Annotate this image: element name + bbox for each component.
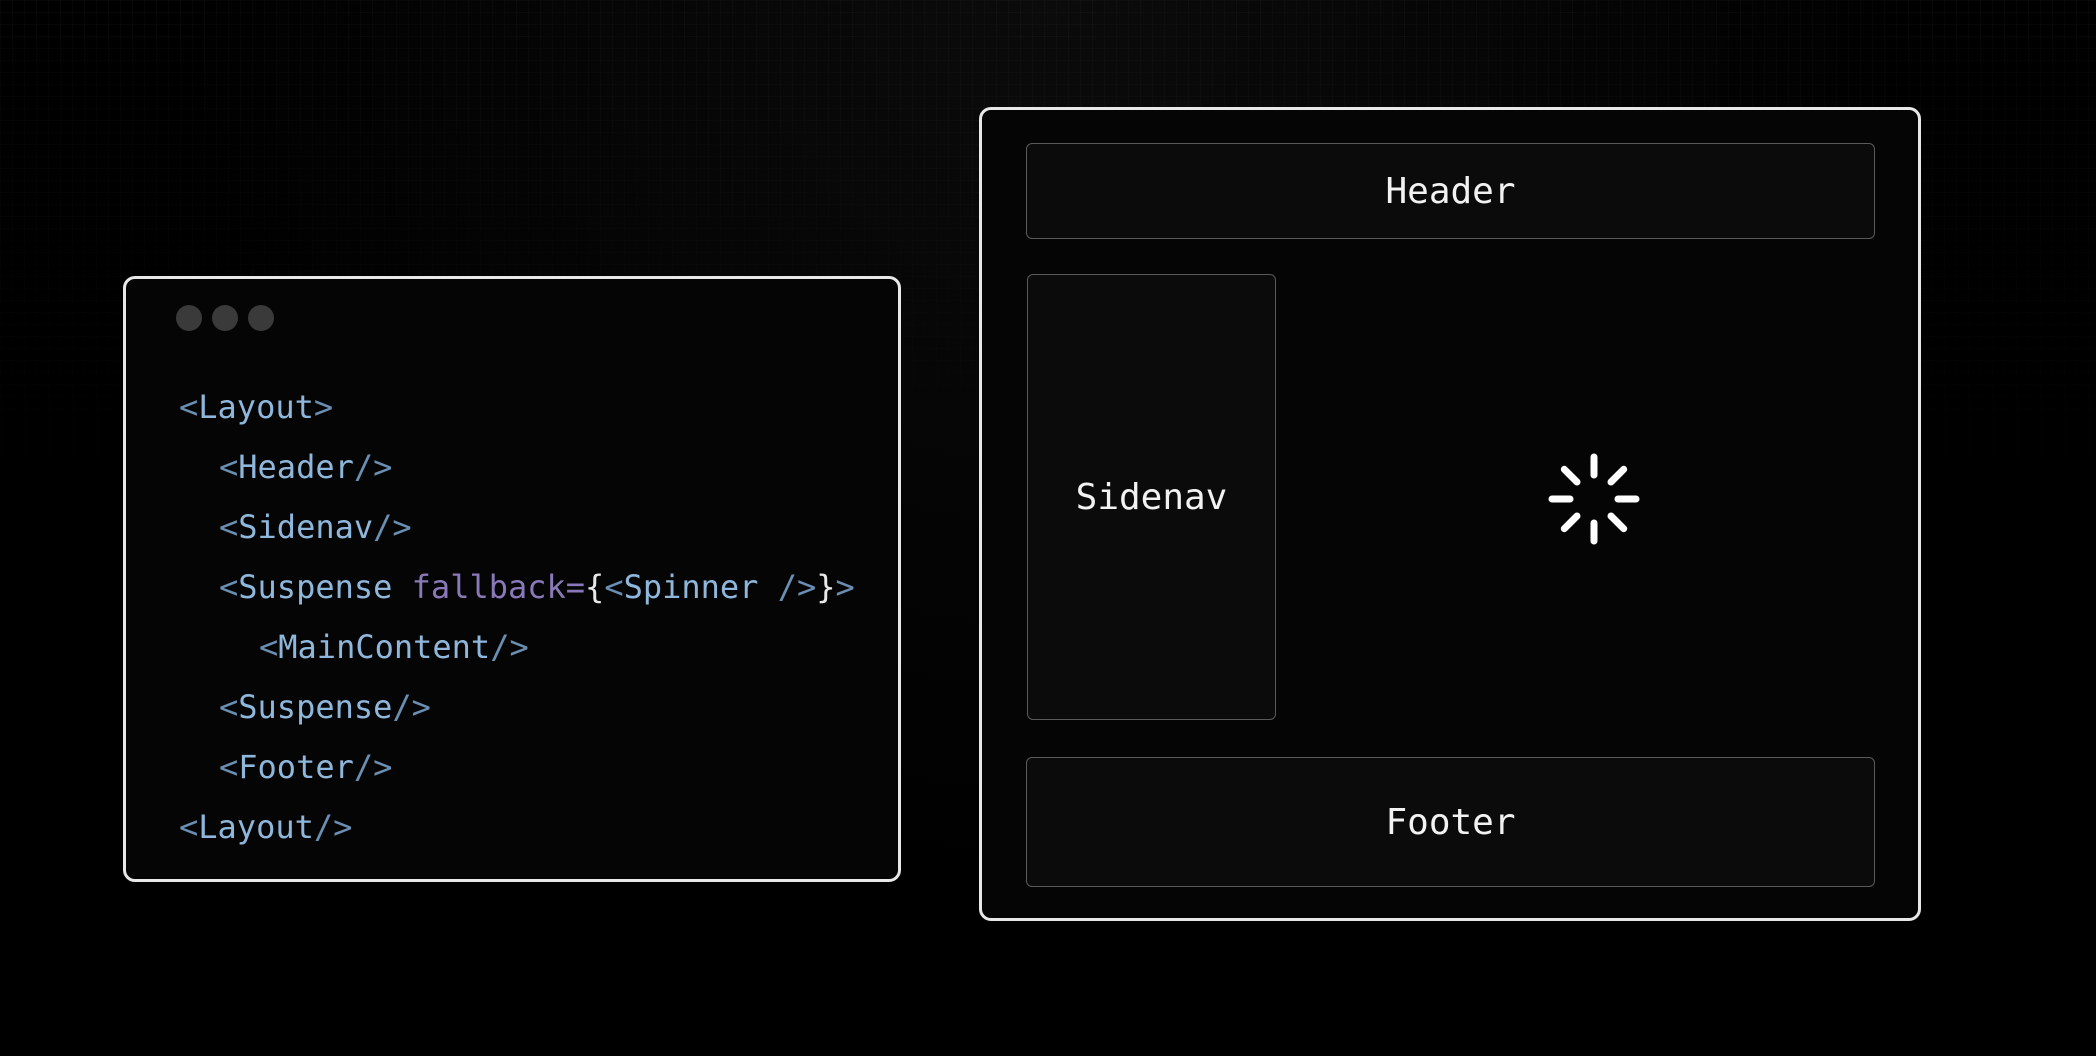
code-token: Spinner [623,568,759,606]
window-dot-icon [176,305,202,331]
loading-spinner-icon [1548,453,1640,545]
code-token: /> [313,808,353,846]
code-token: Sidenav [238,508,374,546]
code-token: MainContent [278,628,491,666]
code-token: /> [758,568,817,606]
code-token: < [179,388,199,426]
code-token: /> [490,628,529,666]
window-dot-icon [212,305,238,331]
code-token: Layout [198,388,314,426]
window-controls [176,305,274,331]
code-line: <Suspense fallback={<Spinner />}> [179,557,855,617]
code-line: <Header/> [179,437,855,497]
code-token: /> [353,448,393,486]
code-token: Header [238,448,354,486]
code-line: <Suspense/> [179,677,855,737]
code-token: /> [353,748,393,786]
code-token: > [835,568,855,606]
header-region: Header [1026,143,1875,239]
code-token: { [585,568,605,606]
code-token: < [219,748,239,786]
code-token: Suspense [238,688,393,726]
code-token: > [313,388,334,426]
sidenav-region: Sidenav [1027,274,1276,720]
code-token: Footer [238,748,354,786]
code-token: < [604,568,624,606]
code-block: <Layout><Header/><Sidenav/><Suspense fal… [179,377,855,857]
code-token: < [219,508,239,546]
code-token: < [219,568,239,606]
footer-region: Footer [1026,757,1875,887]
code-line: <MainContent/> [179,617,855,677]
window-dot-icon [248,305,274,331]
code-line: <Footer/> [179,737,855,797]
code-token: < [179,808,199,846]
code-token: } [816,568,836,606]
footer-label: Footer [1385,801,1516,843]
code-window: <Layout><Header/><Sidenav/><Suspense fal… [123,276,901,882]
code-token: /> [392,688,431,726]
code-token: < [219,688,239,726]
header-label: Header [1385,170,1516,212]
sidenav-label: Sidenav [1075,476,1228,518]
code-line: <Layout/> [179,797,855,857]
code-line: <Layout> [179,377,855,437]
code-token: /> [373,508,412,546]
code-token: Layout [198,808,314,846]
code-token: < [259,628,279,666]
code-token: Suspense [238,568,393,606]
code-token: fallback= [392,568,586,606]
layout-preview: Header Sidenav Footer [979,107,1921,921]
code-token: < [219,448,239,486]
code-line: <Sidenav/> [179,497,855,557]
